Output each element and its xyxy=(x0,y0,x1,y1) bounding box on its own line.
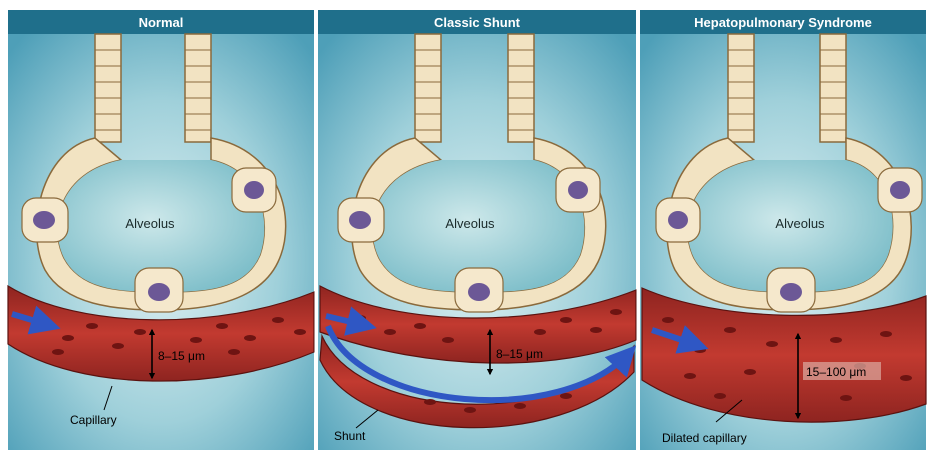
capillary-label: Capillary xyxy=(70,413,117,427)
alveolar-cell xyxy=(767,268,815,312)
alveolus-label: Alveolus xyxy=(125,216,175,231)
dilated-capillary-label: Dilated capillary xyxy=(662,431,747,445)
width-measure-label: 15–100 μm xyxy=(806,365,866,379)
alveolar-cell xyxy=(455,268,503,312)
shunt-label: Shunt xyxy=(334,429,366,443)
panel-classic-shunt: Classic Shunt Alveolus xyxy=(318,10,636,450)
alveolar-cell xyxy=(232,168,276,212)
alveolar-cell xyxy=(878,168,922,212)
alveolar-cell xyxy=(656,198,700,242)
alveolus-label: Alveolus xyxy=(445,216,495,231)
panel-hepatopulmonary-syndrome: Hepatopulmonary Syndrome Alveolus xyxy=(640,10,926,450)
width-measure-label: 8–15 μm xyxy=(496,347,543,361)
alveolar-cell xyxy=(556,168,600,212)
alveolar-cell xyxy=(338,198,384,242)
alveolar-cell xyxy=(22,198,68,242)
panel-title: Hepatopulmonary Syndrome xyxy=(694,15,872,30)
alveolar-cell xyxy=(135,268,183,312)
panel-title: Classic Shunt xyxy=(434,15,521,30)
width-measure-label: 8–15 μm xyxy=(158,349,205,363)
alveolus-label: Alveolus xyxy=(775,216,825,231)
panel-normal: Normal Alveolus xyxy=(8,10,314,450)
panel-title: Normal xyxy=(139,15,184,30)
